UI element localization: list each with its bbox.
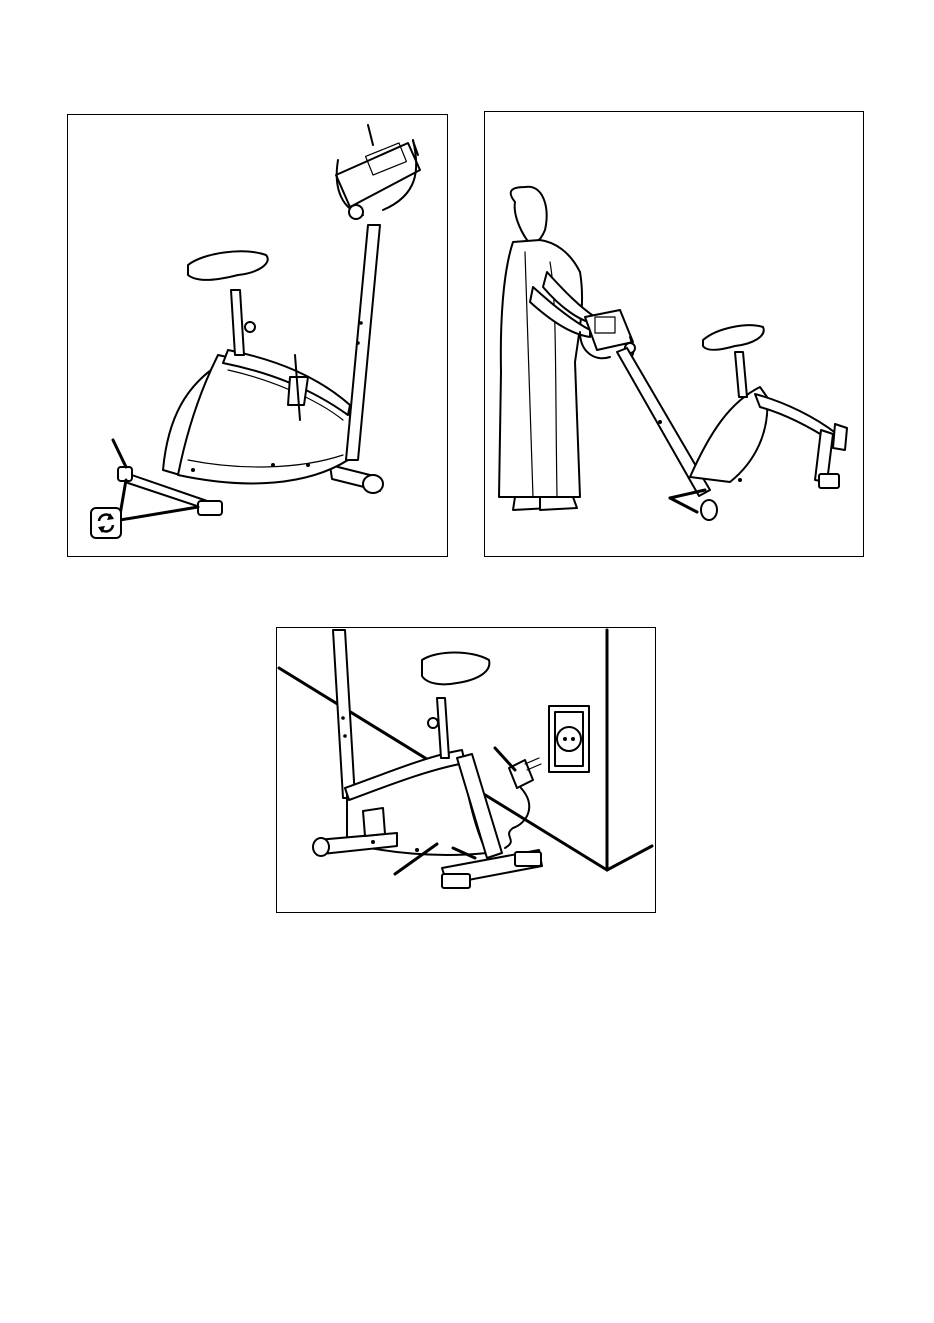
figure-2-panel [484,111,864,557]
figure-3-panel [276,627,656,913]
figure-1-panel [67,114,448,557]
moving-bike-illustration [485,112,865,558]
exercise-bike-illustration [68,115,449,558]
rotate-arrows-icon [90,507,122,539]
power-connection-illustration [277,628,657,914]
